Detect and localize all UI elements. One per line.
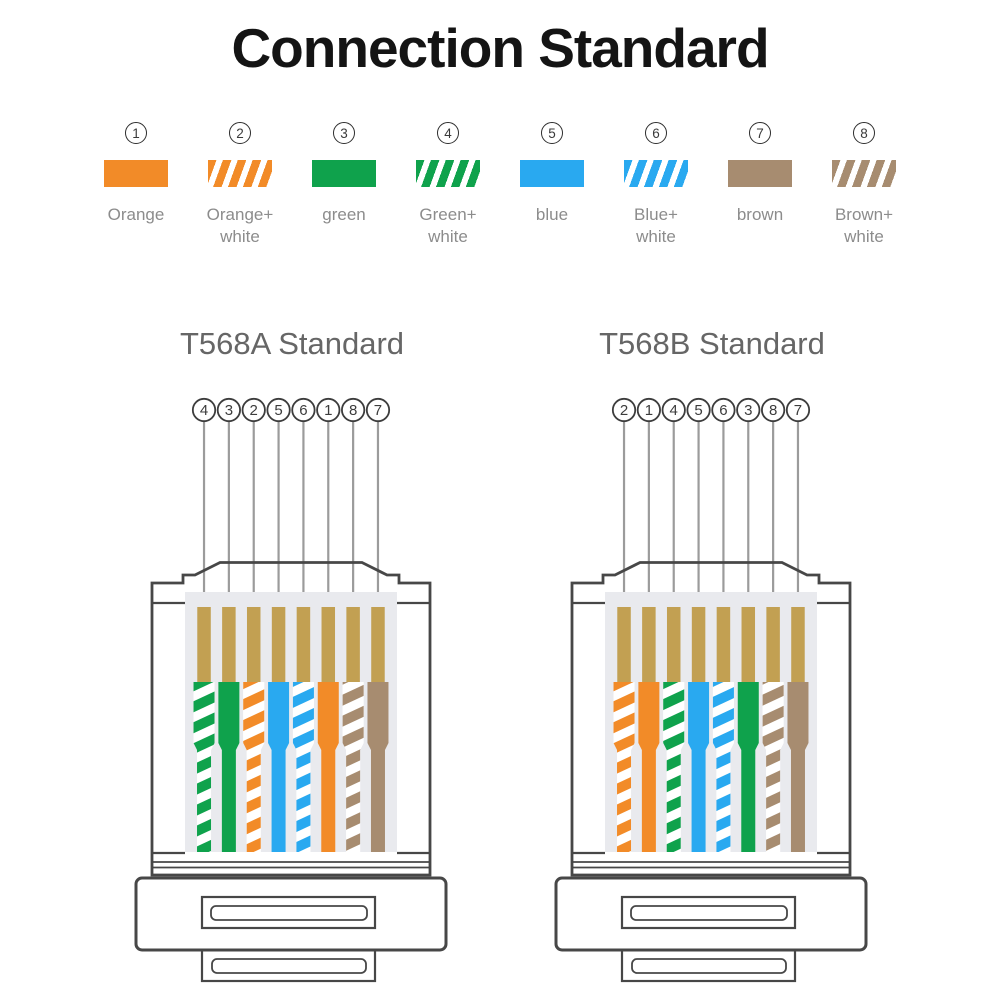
- legend-label: Brown+white: [834, 205, 894, 246]
- boot-lower-slot: [211, 958, 367, 974]
- wire-number-badge: 1: [125, 122, 147, 144]
- svg-text:2: 2: [620, 402, 628, 419]
- svg-text:7: 7: [374, 402, 382, 419]
- legend-label: Orange: [107, 205, 165, 224]
- svg-text:4: 4: [200, 402, 208, 419]
- wire-orange: [638, 682, 660, 852]
- wire-number-badge: 7: [749, 122, 771, 144]
- wire-number-badge: 2: [229, 122, 251, 144]
- wire-blue-white: [712, 682, 734, 852]
- svg-text:3: 3: [744, 402, 752, 419]
- svg-text:1: 1: [645, 402, 653, 419]
- color-swatch: [624, 160, 688, 187]
- connector-cavity: [185, 592, 397, 852]
- legend-label: green: [322, 205, 366, 224]
- svg-text:6: 6: [719, 402, 727, 419]
- wire-orange-white: [613, 682, 635, 852]
- connector-shell: [570, 561, 852, 877]
- color-swatch: [104, 160, 168, 187]
- wire-leads: [622, 422, 800, 592]
- t568b-heading: T568B Standard: [599, 326, 825, 361]
- wire-green: [737, 682, 759, 852]
- wire-green-white: [663, 682, 685, 852]
- legend-label: brown: [736, 205, 784, 224]
- color-swatch: [416, 160, 480, 187]
- wire-orange-white: [243, 682, 265, 852]
- boot-slot: [210, 905, 368, 921]
- wire-brown: [787, 682, 809, 852]
- wire-blue-white: [292, 682, 314, 852]
- color-swatch: [312, 160, 376, 187]
- svg-text:8: 8: [349, 402, 357, 419]
- color-swatch: [208, 160, 272, 187]
- colored-wires: [613, 682, 809, 852]
- svg-text:3: 3: [225, 402, 233, 419]
- svg-text:5: 5: [274, 402, 282, 419]
- color-swatch: [832, 160, 896, 187]
- wire-green-white: [193, 682, 215, 852]
- legend-item-green: 3 green: [292, 122, 396, 248]
- wire-blue: [268, 682, 290, 852]
- wire-green: [218, 682, 240, 852]
- page-title: Connection Standard: [231, 17, 769, 79]
- connector-shell: [150, 561, 432, 877]
- boot-slot: [630, 905, 788, 921]
- color-swatch: [520, 160, 584, 187]
- legend-item-brown: 7 brown: [708, 122, 812, 248]
- legend-label: Blue+white: [634, 205, 678, 246]
- pin-contacts: [197, 607, 385, 682]
- wire-number-badge: 5: [541, 122, 563, 144]
- legend-label: Orange+white: [206, 205, 274, 246]
- wire-brown: [367, 682, 389, 852]
- svg-text:8: 8: [769, 402, 777, 419]
- svg-text:7: 7: [794, 402, 802, 419]
- legend-label: blue: [535, 205, 569, 224]
- svg-text:4: 4: [670, 402, 678, 419]
- svg-text:6: 6: [299, 402, 307, 419]
- legend-label: Green+white: [419, 205, 477, 246]
- svg-text:2: 2: [250, 402, 258, 419]
- wire-number-badge: 8: [853, 122, 875, 144]
- svg-text:5: 5: [694, 402, 702, 419]
- wire-brown-white: [342, 682, 364, 852]
- color-swatch: [728, 160, 792, 187]
- wire-blue: [688, 682, 710, 852]
- colored-wires: [193, 682, 389, 852]
- wire-number-badge: 4: [437, 122, 459, 144]
- svg-text:1: 1: [324, 402, 332, 419]
- t568a-heading: T568A Standard: [179, 326, 405, 361]
- wire-number-badge: 3: [333, 122, 355, 144]
- connector-cavity: [605, 592, 817, 852]
- wire-leads: [202, 422, 380, 592]
- wire-brown-white: [762, 682, 784, 852]
- boot-lower-slot: [631, 958, 787, 974]
- legend-item-blue: 5 blue: [500, 122, 604, 248]
- wire-orange: [317, 682, 339, 852]
- wire-number-badge: 6: [645, 122, 667, 144]
- pin-contacts: [617, 607, 805, 682]
